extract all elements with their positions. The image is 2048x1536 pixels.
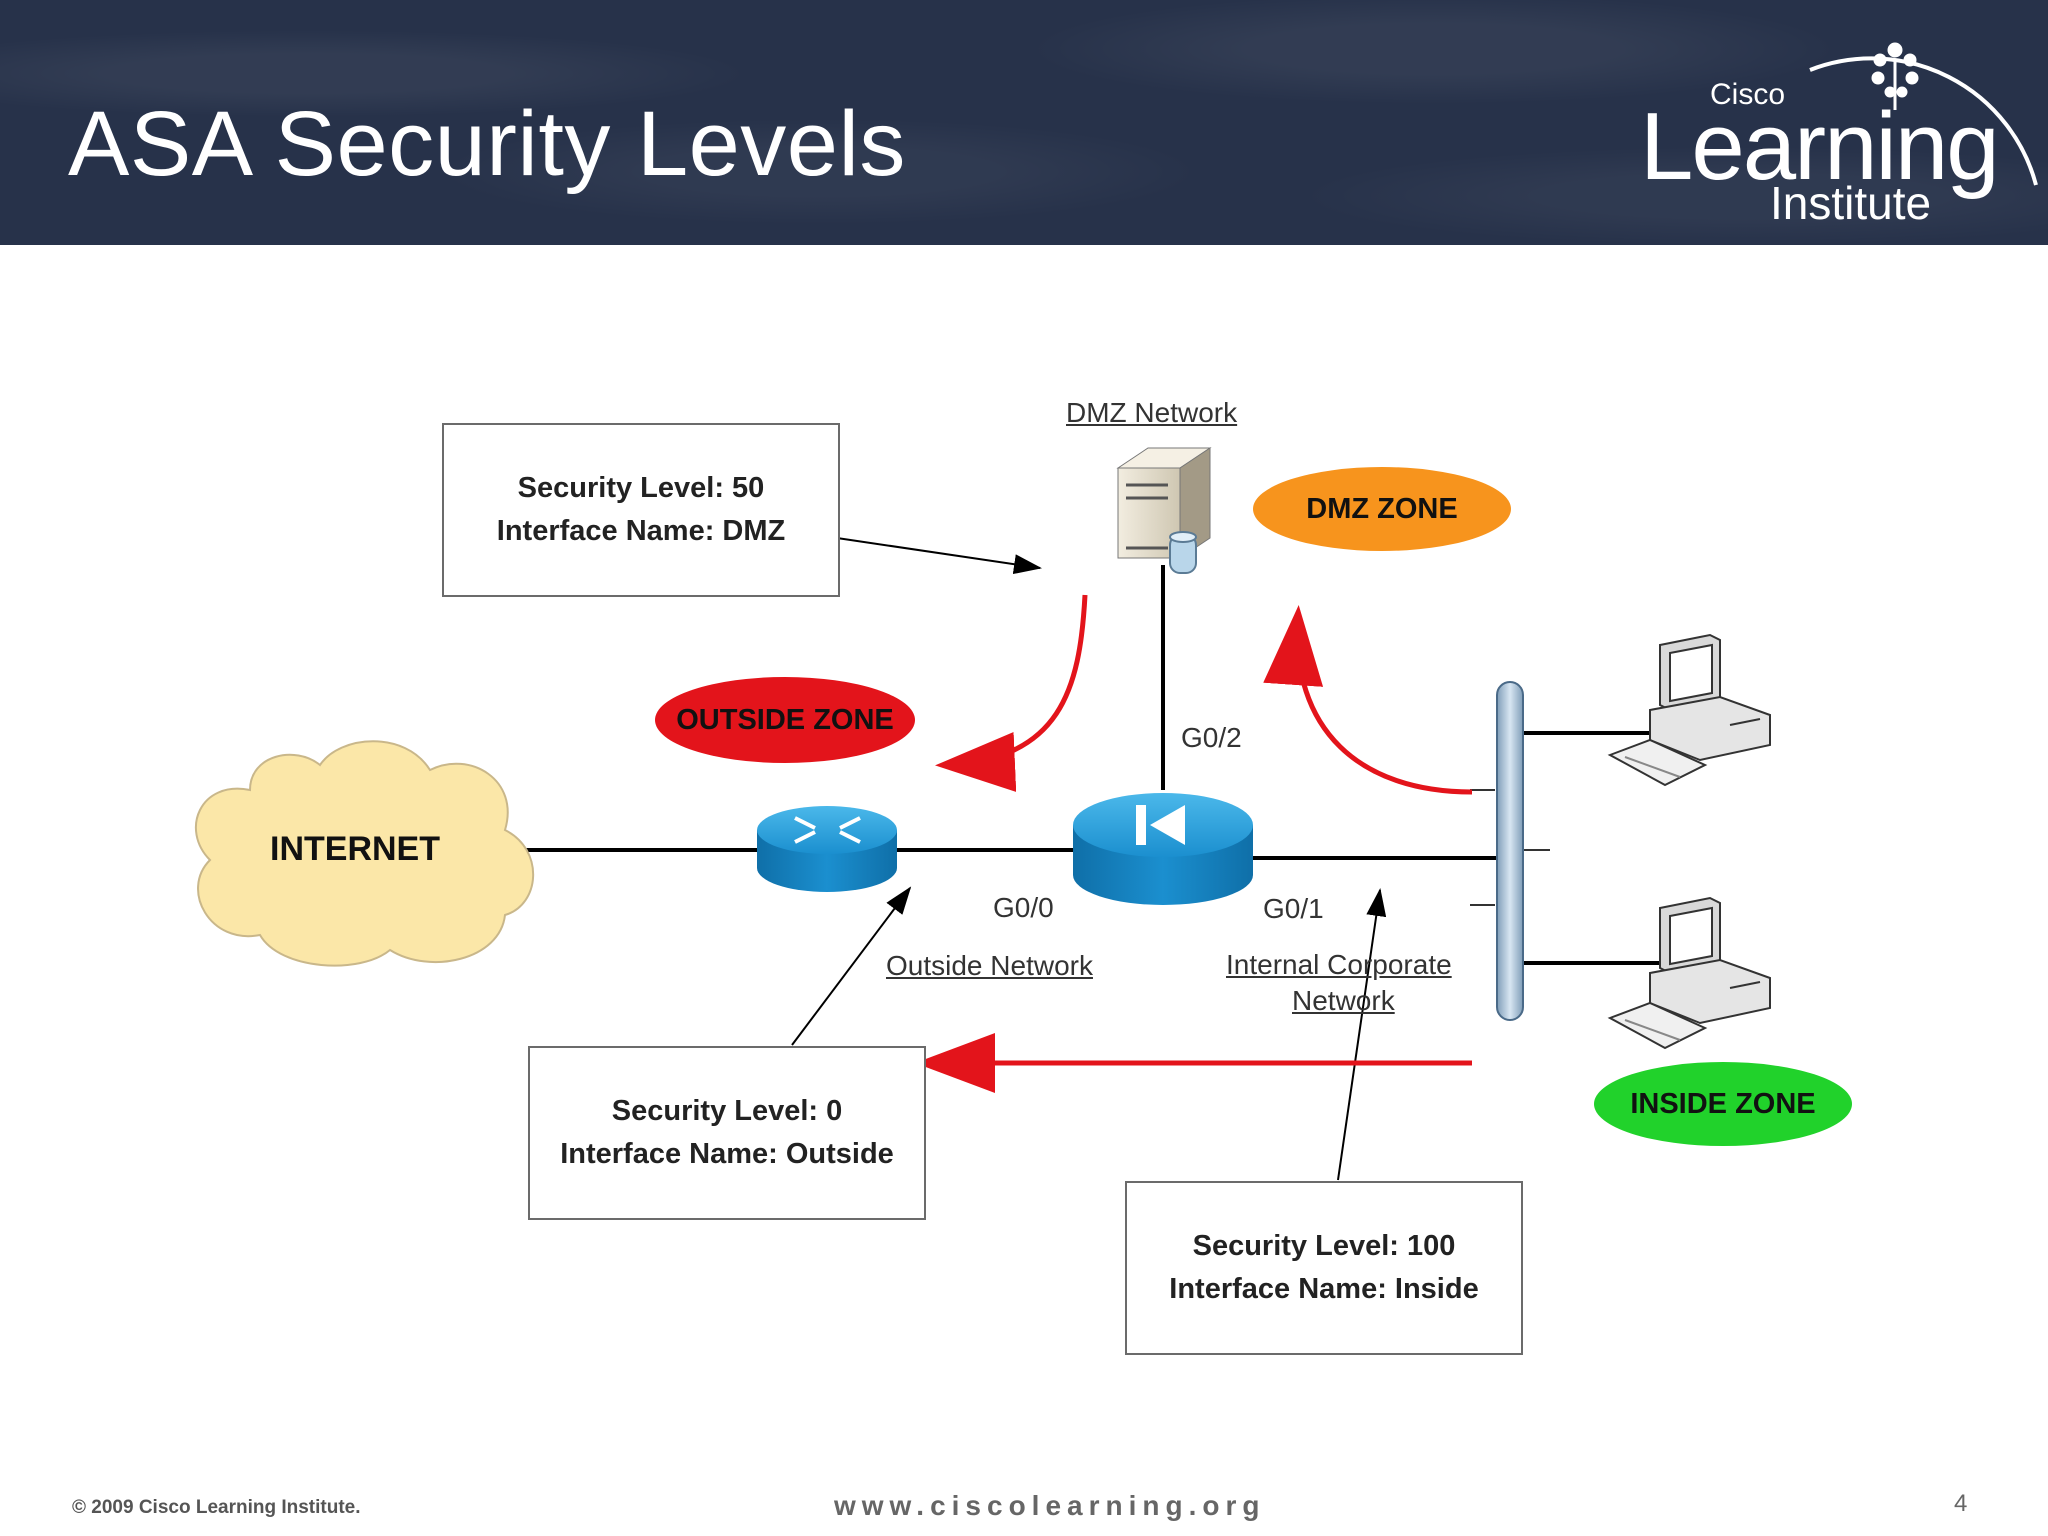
dmz-network-label: DMZ Network [1066,397,1238,428]
interface-g01-label: G0/1 [1263,893,1324,924]
router-icon [757,806,897,892]
interface-g00-label: G0/0 [993,892,1054,923]
traffic-flow-arrows [915,594,1473,1093]
footer-website: www.ciscolearning.org [834,1490,1266,1521]
inside-lan-pipe [1496,681,1524,1021]
internet-cloud-icon [194,740,535,967]
outside-interface-name: Interface Name: Outside [560,1138,894,1170]
inside-pc-icon [1607,896,1771,1050]
outside-zone-badge: OUTSIDE ZONE [655,677,915,763]
dmz-zone-badge: DMZ ZONE [1253,467,1511,551]
logo-arc-icon [1809,42,2038,186]
inside-zone-badge: INSIDE ZONE [1594,1062,1852,1146]
dmz-interface-name: Interface Name: DMZ [496,515,786,547]
cisco-learning-logo: Cisco Learning Institute [1640,0,2048,245]
network-links [518,565,1660,965]
asa-firewall-icon [1073,793,1253,905]
inside-pc-icon [1607,633,1771,787]
inside-interface-name: Interface Name: Inside [1169,1273,1479,1305]
inside-security-level: Security Level: 100 [1192,1230,1456,1262]
internet-label: INTERNET [270,830,440,868]
dmz-security-box: Security Level: 50 Interface Name: DMZ [442,423,840,597]
logo-cisco-text: Cisco [1710,78,1786,111]
outside-network-label: Outside Network [886,950,1093,981]
internal-network-label-line1: Internal Corporate [1226,949,1452,980]
interface-g02-label: G0/2 [1181,722,1242,753]
outside-security-box: Security Level: 0 Interface Name: Outsid… [528,1046,926,1220]
callout-arrows [791,537,1387,1181]
slide-title: ASA Security Levels [68,93,906,195]
dmz-security-level: Security Level: 50 [517,472,765,504]
logo-learning-text: Learning [1640,93,2000,200]
internal-network-label-line2: Network [1292,985,1395,1016]
inside-security-box: Security Level: 100 Interface Name: Insi… [1125,1181,1523,1355]
slide-header: ASA Security Levels Cisco Learning Insti… [0,0,2048,245]
dmz-server-icon [1116,447,1212,574]
footer-copyright: © 2009 Cisco Learning Institute. [72,1497,361,1518]
logo-institute-text: Institute [1770,177,1932,229]
tree-icon [1871,42,1919,110]
slide-page-number: 4 [1954,1490,1968,1517]
outside-security-level: Security Level: 0 [611,1095,843,1127]
